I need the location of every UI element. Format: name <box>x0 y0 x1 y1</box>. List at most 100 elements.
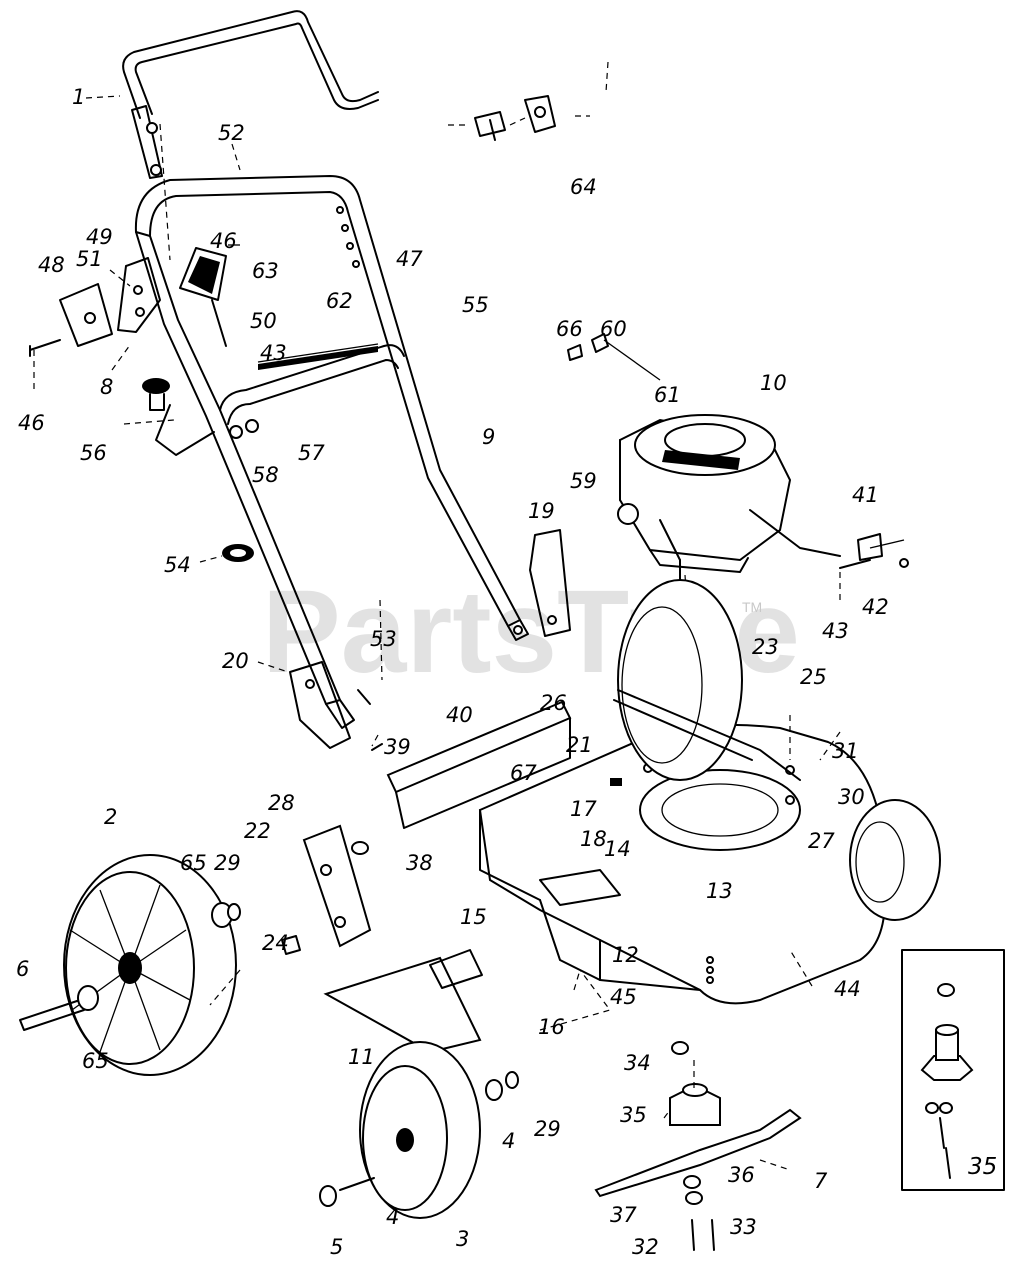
callout-label: 2 <box>104 805 117 829</box>
callout-label: 60 <box>600 317 627 341</box>
callout-label: 34 <box>624 1051 651 1075</box>
control-assembly-part <box>448 61 609 141</box>
leader-lines <box>33 95 841 1171</box>
callout-label: 9 <box>482 425 495 449</box>
callout-label: 40 <box>446 703 473 727</box>
cable-control-part <box>179 244 240 347</box>
handle-bracket-part <box>29 257 161 357</box>
callout-label: 57 <box>298 441 325 465</box>
middle-handle-part <box>135 231 405 729</box>
engine-part <box>617 414 841 651</box>
callout-label: 11 <box>348 1045 375 1069</box>
watermark-trademark: TM <box>742 599 762 615</box>
rear-flap-part <box>323 949 483 1054</box>
rear-wheel-right-part <box>613 579 801 781</box>
callout-label: 32 <box>632 1235 659 1259</box>
callout-label: 5 <box>330 1235 343 1259</box>
callout-label: 8 <box>100 375 113 399</box>
callout-label: 43 <box>260 341 287 365</box>
callout-label: 25 <box>800 665 827 689</box>
callout-label: 66 <box>556 317 583 341</box>
front-wheel-right-part <box>849 799 941 921</box>
callout-label: 12 <box>612 943 639 967</box>
callout-label: 20 <box>222 649 249 673</box>
callout-label: 6 <box>16 957 29 981</box>
cable-end-parts <box>839 533 909 569</box>
callout-label: 65 <box>180 851 207 875</box>
callout-label: 64 <box>570 175 597 199</box>
callout-label: 7 <box>814 1169 828 1193</box>
handle-knob-part <box>142 378 259 456</box>
callout-label: 4 <box>502 1129 515 1153</box>
callout-label: 10 <box>760 371 787 395</box>
callout-label: 29 <box>214 851 241 875</box>
callout-label: 27 <box>808 829 835 853</box>
callout-label: 15 <box>460 905 487 929</box>
lower-handle-part <box>134 175 529 641</box>
callout-label: 54 <box>164 553 191 577</box>
callout-label: 49 <box>86 225 113 249</box>
callout-label: 1 <box>72 85 85 109</box>
callout-label: 44 <box>834 977 861 1001</box>
throttle-parts <box>567 333 661 381</box>
callout-label: 55 <box>462 293 489 317</box>
callout-label: 19 <box>528 499 555 523</box>
callout-label: 46 <box>18 411 45 435</box>
callout-label: 65 <box>82 1049 109 1073</box>
callout-label: 22 <box>244 819 271 843</box>
callout-label: 63 <box>252 259 279 283</box>
callout-label: 18 <box>580 827 607 851</box>
callout-label: 13 <box>706 879 733 903</box>
callout-label: 59 <box>570 469 597 493</box>
callout-label: 31 <box>832 739 859 763</box>
callout-label: 17 <box>570 797 597 821</box>
callout-label: 29 <box>534 1117 561 1141</box>
callout-label: 30 <box>838 785 865 809</box>
callout-label: 47 <box>396 247 423 271</box>
callout-label: 14 <box>604 837 631 861</box>
handle-mount-bracket-part <box>289 661 371 749</box>
callout-label: 39 <box>384 735 411 759</box>
callout-label: 48 <box>38 253 65 277</box>
callout-label: 33 <box>730 1215 757 1239</box>
rear-bracket-part <box>529 529 571 637</box>
inset-detail-box <box>901 949 1005 1191</box>
callout-label: 26 <box>540 691 567 715</box>
wheel-bracket-part <box>281 824 372 955</box>
callout-labels: 1 52 64 49 48 51 46 63 47 55 62 50 43 8 … <box>16 85 997 1259</box>
callout-label: 3 <box>456 1227 469 1251</box>
callout-label: 35 <box>620 1103 647 1127</box>
grip-part <box>257 343 379 370</box>
callout-label: 58 <box>252 463 279 487</box>
callout-label: 46 <box>210 229 237 253</box>
callout-label: 36 <box>728 1163 755 1187</box>
callout-label: 42 <box>862 595 889 619</box>
rear-wheel-left-part <box>19 854 241 1076</box>
callout-label: 21 <box>566 733 593 757</box>
callout-label: 24 <box>262 931 289 955</box>
upper-handle-part <box>122 10 379 179</box>
callout-label: 53 <box>370 627 397 651</box>
callout-label: 16 <box>538 1015 565 1039</box>
callout-label: 62 <box>326 289 353 313</box>
callout-label: 37 <box>610 1203 637 1227</box>
callout-label: 45 <box>610 985 637 1009</box>
callout-label: 28 <box>268 791 295 815</box>
callout-label: 50 <box>250 309 277 333</box>
callout-label: 61 <box>654 383 681 407</box>
callout-label: 51 <box>76 247 103 271</box>
callout-label: 38 <box>406 851 433 875</box>
rear-axle-bar-part <box>371 700 572 829</box>
mower-deck-part <box>478 723 886 1005</box>
callout-label: 4 <box>386 1205 399 1229</box>
cable-clip-part <box>222 544 254 562</box>
callout-label: 43 <box>822 619 849 643</box>
callout-label: 56 <box>80 441 107 465</box>
callout-label: 35 <box>968 1154 997 1180</box>
callout-label: 41 <box>852 483 879 507</box>
front-wheel-left-part <box>319 1041 519 1219</box>
callout-label: 23 <box>752 635 779 659</box>
blade-assembly-part <box>594 1041 802 1251</box>
